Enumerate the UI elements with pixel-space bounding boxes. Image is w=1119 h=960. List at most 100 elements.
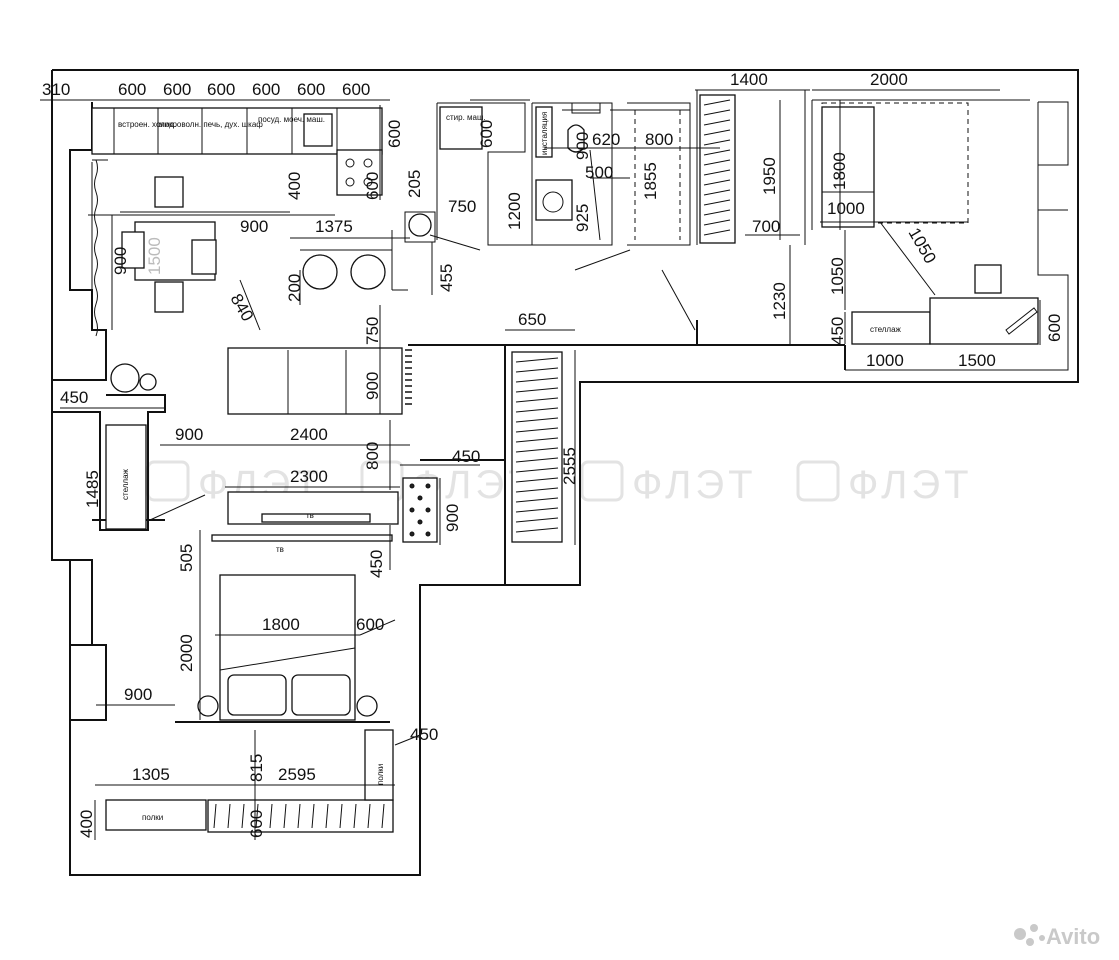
wardrobe-closet: [699, 94, 736, 244]
living-room: стеллаж тв: [105, 347, 563, 543]
shelves-bottom-label: полки: [142, 813, 163, 822]
fridge-label: встроен. холод.: [118, 120, 176, 129]
dim-k-455: 455: [437, 264, 456, 292]
installation: [535, 106, 553, 158]
dim-top-600: 600: [207, 80, 235, 99]
guitar-icon: [1005, 307, 1038, 335]
bed: [821, 106, 875, 228]
shoe-cabinet: [402, 477, 438, 543]
dim-b-600-v: 600: [247, 810, 266, 838]
dim-c-1400: 1400: [730, 70, 768, 89]
bar-stool-icon: [302, 254, 338, 290]
dim-b-600: 600: [356, 615, 384, 634]
tv-lower-icon: [211, 534, 393, 542]
dim-bath-500: 500: [585, 163, 613, 182]
dim-l-2400: 2400: [290, 425, 328, 444]
dim-b-2000: 2000: [177, 634, 196, 672]
radiator-icon: [405, 349, 412, 405]
dim-k-205: 205: [405, 170, 424, 198]
avito-logo: Avito: [1014, 924, 1100, 949]
dim-l-1485: 1485: [83, 470, 102, 508]
dim-top-600: 600: [252, 80, 280, 99]
dim-top-600: 600: [342, 80, 370, 99]
kitchen: встроен. холод. микроволн. печь, дух. шк…: [91, 107, 436, 337]
dim-r-1500: 1500: [958, 351, 996, 370]
bedside-lamp-icon: [356, 695, 378, 717]
dim-k-750: 750: [448, 197, 476, 216]
dim-l-2300: 2300: [290, 467, 328, 486]
washer-label: стир. маш.: [446, 113, 486, 122]
dim-din-1500: 1500: [145, 237, 164, 275]
washbasin-icon: [408, 213, 432, 237]
bedside-lamp-icon: [197, 695, 219, 717]
dim-r-1050: 1050: [828, 257, 847, 295]
wardrobe: [699, 94, 736, 244]
bedroom-wardrobe: [207, 799, 394, 833]
shelf-rack-label: стеллаж: [870, 325, 902, 334]
sofa: [227, 347, 403, 415]
dim-b-400: 400: [77, 810, 96, 838]
dim-r-450: 450: [828, 317, 847, 345]
dim-h-650: 650: [518, 310, 546, 329]
bedroom: тв полки полки: [105, 534, 394, 833]
stove: [336, 149, 383, 196]
dim-r-1050-diag: 1050: [905, 225, 940, 267]
dim-b-900: 900: [124, 685, 152, 704]
dim-w-800: 800: [645, 130, 673, 149]
washing-machine: [439, 106, 483, 150]
plant-icon: [110, 363, 140, 393]
dim-c-1230: 1230: [770, 282, 789, 320]
office-chair-icon: [974, 264, 1002, 294]
dim-b-815: 815: [247, 754, 266, 782]
dim-top-600: 600: [118, 80, 146, 99]
dim-b-505: 505: [177, 544, 196, 572]
shelf-rack-left: [105, 424, 147, 530]
dim-l-900: 900: [175, 425, 203, 444]
kitchen-counter: [91, 107, 383, 155]
installation-label: инсталяция: [540, 112, 549, 155]
dim-top-310: 310: [42, 80, 70, 99]
pillow-icon: [291, 674, 351, 716]
dim-c-700: 700: [752, 217, 780, 236]
dim-n-900: 900: [443, 504, 462, 532]
walls: [51, 69, 1079, 876]
dim-h-2555: 2555: [560, 447, 579, 485]
dim-k-1375: 1375: [315, 217, 353, 236]
dim-k-400: 400: [285, 172, 304, 200]
dim-din-900: 900: [111, 247, 130, 275]
dim-b-1800: 1800: [262, 615, 300, 634]
dim-k-600: 600: [363, 172, 382, 200]
dim-b-2595: 2595: [278, 765, 316, 784]
pillow-icon: [227, 674, 287, 716]
dim-b-1305: 1305: [132, 765, 170, 784]
dim-bath-620: 620: [592, 130, 620, 149]
dim-r-1800: 1800: [830, 152, 849, 190]
dimension-labels: 310 600 600 600 600 600 600 600 600 400 …: [42, 70, 1064, 838]
microwave-label: микроволн. печь, дух. шкаф: [159, 120, 263, 129]
shelves-bottom: [105, 799, 207, 831]
tv-upper-icon: [261, 513, 371, 523]
dim-bath-925: 925: [573, 204, 592, 232]
chair-icon: [121, 231, 145, 269]
chair-icon: [154, 176, 184, 208]
dim-r-2000: 2000: [870, 70, 908, 89]
plant-icon: [139, 373, 157, 391]
sink-icon: [303, 113, 333, 147]
dim-k-600: 600: [385, 120, 404, 148]
dim-k-900: 900: [240, 217, 268, 236]
dim-k-840: 840: [227, 291, 258, 325]
sink-icon: [535, 179, 573, 221]
dim-b-450: 450: [367, 550, 386, 578]
dim-l-450: 450: [60, 388, 88, 407]
curtain-icon: [94, 159, 98, 337]
shelves-side-label: полки: [376, 764, 385, 785]
tv-upper-label: тв: [306, 511, 314, 520]
bathroom: стир. маш. инсталяция: [439, 102, 690, 240]
dim-r-1000: 1000: [827, 199, 865, 218]
right-room: стеллаж: [821, 102, 1039, 345]
dim-bath-900: 900: [573, 132, 592, 160]
dim-r-1000-b: 1000: [866, 351, 904, 370]
dim-top-600: 600: [297, 80, 325, 99]
desk: [929, 297, 1039, 345]
dim-bath-600: 600: [477, 120, 496, 148]
